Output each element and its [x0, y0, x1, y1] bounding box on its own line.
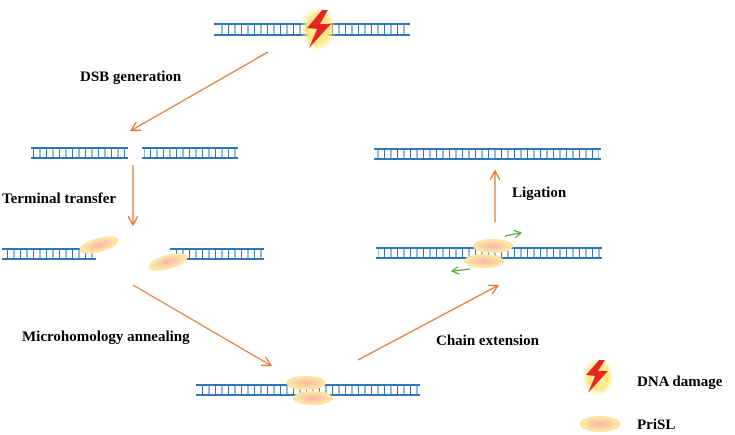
label-chain-extension: Chain extension [436, 333, 539, 349]
label-microhomology-annealing: Microhomology annealing [22, 329, 190, 345]
dna-broken-right [142, 147, 238, 159]
dna-damage-icon [300, 7, 336, 51]
legend-prisl-label: PriSL [637, 417, 676, 433]
prisl-protein [148, 253, 188, 271]
dna-repaired [374, 148, 601, 160]
prisl-protein [79, 236, 119, 254]
label-dsb-generation: DSB generation [80, 69, 182, 85]
extension-arrow-left [453, 269, 471, 271]
prisl-protein [473, 239, 513, 253]
label-terminal-transfer: Terminal transfer [2, 191, 117, 207]
arrow-dsb-generation [132, 51, 269, 130]
legend-prisl-icon [580, 416, 620, 432]
prisl-protein [286, 376, 326, 390]
prisl-protein [293, 391, 333, 405]
extension-arrow-right [504, 233, 520, 236]
dna-broken-left [31, 147, 128, 159]
legend-dna-damage-icon [582, 358, 614, 396]
prisl-protein [464, 254, 504, 268]
arrow-chain-extension [357, 286, 497, 361]
arrow-microhomology-annealing [132, 284, 270, 365]
label-ligation: Ligation [512, 185, 567, 201]
legend-dna-damage-label: DNA damage [637, 374, 723, 390]
